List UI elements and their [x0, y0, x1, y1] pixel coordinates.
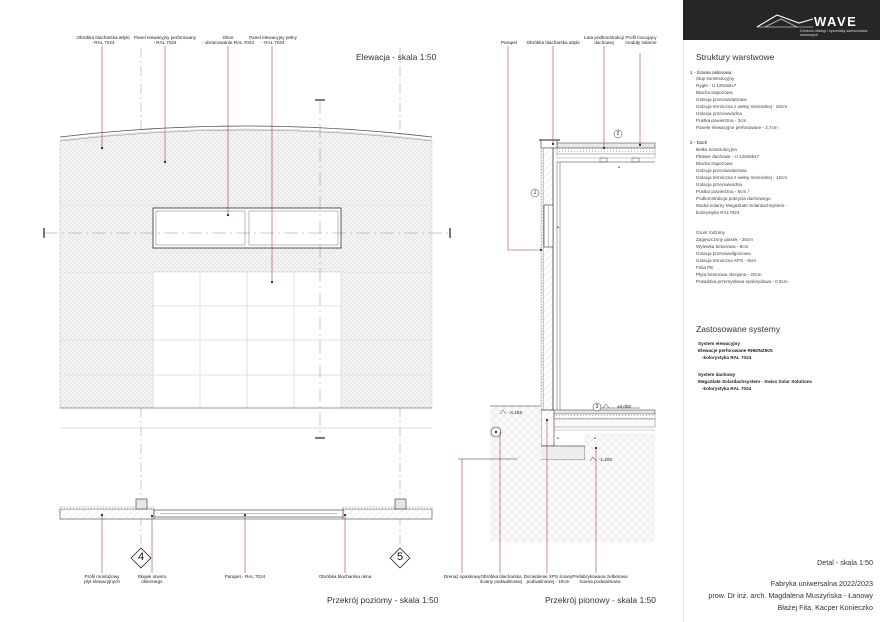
label-precast-wall: Prefabrykowana żelbetowa ściana podwalin… — [572, 574, 628, 585]
dot-1: • — [618, 165, 620, 171]
level-zero: ±0,000 — [617, 404, 632, 409]
dot-3: • — [557, 225, 559, 231]
systems-title: Zastosowane systemy — [696, 324, 781, 334]
label-xps: Docieplenie XPS ściany podwalinowej - 10… — [523, 574, 573, 585]
authors: Błażej Fita, Kacper Konieczko — [777, 603, 873, 612]
roof-item: kolorystyka RAL7024 — [696, 210, 740, 215]
label-roof-batten: Łata podkonstrukcji dachowej — [584, 35, 624, 46]
window-frame — [152, 207, 342, 249]
elevation-view — [43, 46, 451, 545]
floor-item: Izolacja termiczna XPS - 8cm — [696, 258, 756, 263]
brand-bar: WAVE Centrum obsługi i sprzedaży samocho… — [683, 0, 880, 40]
roof-item: Belka konstrukcyjna — [696, 147, 737, 152]
detail-scale: Detal - skala 1:50 — [817, 558, 873, 567]
axis-marker-4 — [130, 547, 152, 569]
axis-marker-5 — [389, 547, 411, 569]
axis-label-5: 5 — [396, 551, 404, 563]
marker-1: 1 — [533, 190, 537, 196]
roof-item: Izolacja termiczna z wełny mineralnej - … — [696, 175, 788, 180]
logo-icon — [756, 14, 814, 28]
technical-drawing — [43, 46, 656, 573]
section-title: Przekrój pionowy - skala 1:50 — [545, 595, 657, 605]
label-mounting-profile: Profil montażowy płyt elewacyjnych — [84, 574, 120, 585]
label-attic-flashing-section: Obróbka blacharska attyki — [526, 40, 580, 45]
floor-item: Posadzka przemysłowa epoksydowa - 0,5cm — [696, 279, 788, 284]
system-facade-line1: Elewacje perforowane RHEINZIKN — [698, 348, 773, 353]
label-solar-profile: Profil mocujący moduły solarne — [625, 35, 657, 46]
project-title: Fabryka uniwersalna 2022/2023 — [770, 579, 873, 588]
plan-title: Przekrój poziomy - skala 1:50 — [327, 595, 439, 605]
elevation-title: Elewacja - skala 1:50 — [356, 52, 437, 62]
wall-item: Blacha trapezowa — [696, 90, 733, 95]
vertical-section-view — [458, 46, 656, 573]
dot-2: • — [594, 436, 596, 442]
floor-item: Płyta betonowa zbrojona - 20cm — [696, 272, 762, 277]
system-roof-line1: MegaSlate Solardachsystem - Swiss Solar … — [698, 379, 813, 384]
label-window-reveal: Skujek otworu okiennego — [137, 574, 167, 585]
floor-item: Folia PE — [696, 265, 714, 270]
attic-flashing-lower — [59, 129, 433, 142]
info-panel: Struktury warstwowe 1 - Ściana osłonowa … — [683, 0, 880, 622]
label-solid-panel: Panel elewacyjny pełny - RAL 7024 — [249, 35, 297, 46]
label-foundation-flashing: Obróbka blacharska ściany podwalinowej — [480, 574, 522, 585]
system-roof-title: System dachowy — [698, 372, 736, 377]
wall-item: Panele elewacyjne perforowane - 2,7cm — [696, 125, 778, 130]
supervisor: prow. Dr inż. arch. Magdalena Muszyńska … — [708, 591, 873, 600]
system-facade-title: System elewacyjny — [698, 341, 740, 346]
label-parapet: Parapet — [500, 40, 518, 45]
label-plan-sill: Parapet - RAL 7024 — [224, 574, 266, 579]
wall-item: Pustka powietrzna - 3cm — [696, 118, 747, 123]
foundation-wall — [540, 409, 555, 447]
label-drain: Drenaż opaskowy — [443, 574, 481, 579]
roof-item: Podkonstrukcja pokrycia dachowego — [696, 196, 771, 201]
floor-item: Grunt rodzimy — [696, 230, 725, 235]
wall-item: Izolacja przeciwwodna — [696, 111, 742, 116]
attic-flashing — [59, 125, 433, 138]
ground-fill — [490, 460, 655, 542]
label-perforated-panel: Panel elewacyjny perforowany - RAL 7024 — [133, 35, 197, 46]
label-window-flashing: Obróbka blacharska okna — [318, 574, 372, 579]
label-window: Okno - obramowanie RAL 7024 — [202, 35, 254, 46]
solid-panel-grid — [152, 271, 342, 409]
roof-item: Blacha trapezowa — [696, 161, 733, 166]
roof-item: Izolacja przeciwwiatrowa — [696, 168, 747, 173]
level-minus-0155: -0,155 — [509, 410, 523, 415]
floor-item: Zagęszczony piasek - 20cm — [696, 237, 753, 242]
wall-title: 1 - Ściana osłonowa — [690, 70, 732, 75]
marker-2: 2 — [616, 131, 620, 137]
roof-item: Pustka powietrzna - 8cm / — [696, 189, 749, 194]
roof-item: Moduł solarny MegaSlate Solardachsystem … — [696, 203, 788, 208]
wall-item: Izolacja termiczna z wełny mineralnej - … — [696, 104, 788, 109]
level-minus-1200: -1,200 — [599, 457, 613, 462]
floor-item: Izolacja przeciwwilgociowa — [696, 251, 751, 256]
system-facade-line2: -kolorystyka RAL 7024 — [702, 355, 752, 360]
plan-section-view — [59, 498, 433, 573]
brand-subtitle: Centrum obsługi i sprzedaży samochodów o… — [800, 29, 868, 37]
floor-item: Wylewka betonowa - 8cm — [696, 244, 749, 249]
system-roof-line2: -kolorystyka RAL 7024 — [702, 386, 752, 391]
label-attic-flashing: Obróbka blacharska attyki - RAL 7024 — [76, 35, 130, 46]
marker-3: 3 — [595, 404, 599, 410]
roof-item: Płatwie dachowe - U 120x55x7 — [696, 154, 760, 159]
structures-title: Struktury warstwowe — [696, 52, 775, 62]
brand-name: WAVE — [814, 14, 858, 29]
dot-4: • — [557, 436, 559, 442]
axis-label-4: 4 — [137, 551, 145, 563]
wall-item: Słup konstrukcyjny — [696, 76, 735, 81]
wall-item: Izolacja przeciwwiatrowa — [696, 97, 747, 102]
roof-item: Izolacja przeciwwodna — [696, 182, 742, 187]
roof-title: 2 - Dach — [690, 140, 708, 145]
section-wall — [542, 147, 554, 411]
wall-item: Rygle - U 120x55x7 — [696, 83, 737, 88]
